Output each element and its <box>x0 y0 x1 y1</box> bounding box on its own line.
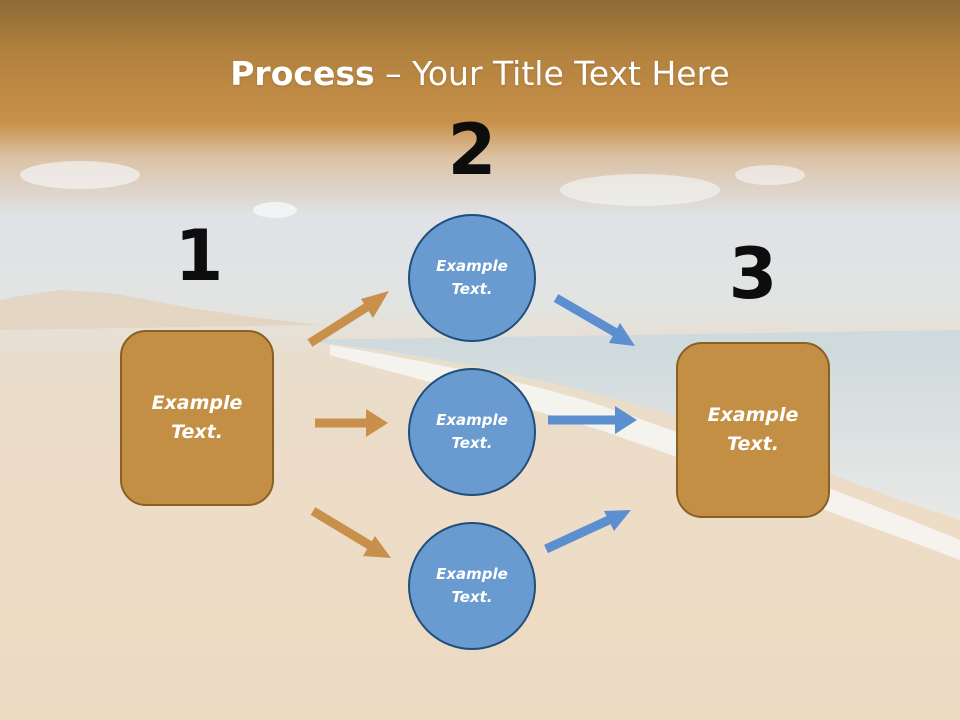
arrow-1-to-2-middle <box>315 409 388 437</box>
step-2-top-text: Example Text. <box>436 257 508 298</box>
step-2-middle-text: Example Text. <box>436 411 508 452</box>
slide-title: Process – Your Title Text Here <box>0 52 960 96</box>
arrow-2-bottom-to-3 <box>544 510 631 554</box>
step-number-1: 1 <box>174 215 224 297</box>
title-bold: Process <box>230 54 375 93</box>
step-2-circle-middle: Example Text. <box>408 368 536 496</box>
step-2-circle-top: Example Text. <box>408 214 536 342</box>
step-1-text: Example Text. <box>151 392 243 443</box>
step-1-box: Example Text. <box>120 330 274 506</box>
arrow-2-middle-to-3 <box>548 406 637 434</box>
step-3-text: Example Text. <box>707 404 799 455</box>
arrow-1-to-2-top <box>307 291 389 347</box>
step-number-3: 3 <box>728 233 778 315</box>
step-2-circle-bottom: Example Text. <box>408 522 536 650</box>
step-number-2: 2 <box>447 109 497 191</box>
arrow-2-top-to-3 <box>553 294 635 346</box>
title-rest: – Your Title Text Here <box>374 54 730 93</box>
step-2-bottom-text: Example Text. <box>436 565 508 606</box>
step-3-box: Example Text. <box>676 342 830 518</box>
arrow-1-to-2-bottom <box>310 507 391 558</box>
